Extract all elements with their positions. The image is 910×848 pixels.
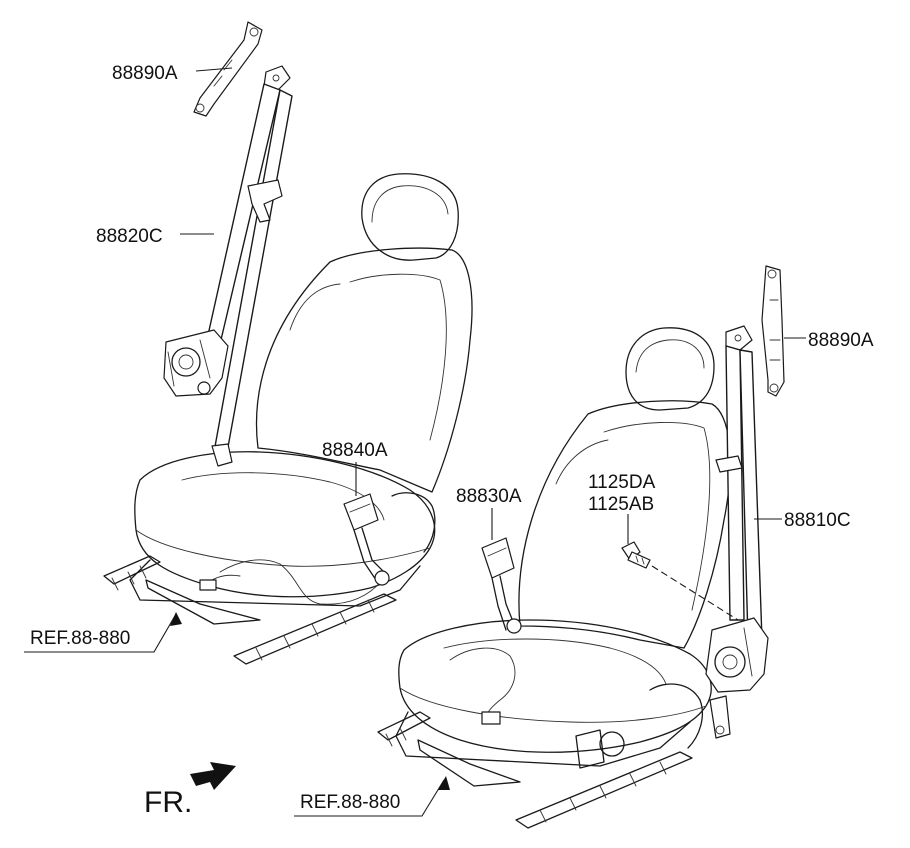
label-1125ab: 1125AB xyxy=(588,494,654,515)
left-seat xyxy=(103,173,473,665)
right-seat-base xyxy=(395,711,691,767)
front-label: FR. xyxy=(144,786,192,819)
left-upper-anchor xyxy=(193,21,263,117)
label-ref-right: REF.88-880 xyxy=(300,792,400,813)
left-retractor xyxy=(163,329,229,397)
label-88840a: 88840A xyxy=(322,440,388,461)
right-seat xyxy=(377,327,731,829)
right-webbing xyxy=(725,345,745,621)
right-retractor xyxy=(705,617,769,693)
left-seat-base xyxy=(129,559,421,607)
left-seat-rail xyxy=(103,555,161,585)
bolt xyxy=(621,541,651,569)
label-ref-left: REF.88-880 xyxy=(30,628,130,649)
left-backrest xyxy=(255,247,473,493)
ref-right-arrowhead xyxy=(438,776,450,790)
bolt-dash-line xyxy=(651,565,739,621)
right-headrest xyxy=(625,327,715,411)
right-backrest xyxy=(518,400,731,649)
label-88810c: 88810C xyxy=(784,510,851,531)
label-88830a: 88830A xyxy=(456,486,522,507)
label-1125da: 1125DA xyxy=(588,472,656,493)
right-buckle xyxy=(481,537,522,634)
right-seat-rail xyxy=(377,711,431,741)
right-belt-assembly xyxy=(705,265,785,739)
label-88820c: 88820C xyxy=(96,226,163,247)
left-buckle xyxy=(343,493,390,586)
left-belt-assembly xyxy=(163,21,293,467)
label-88890a-left: 88890A xyxy=(112,63,178,84)
front-arrow-icon xyxy=(190,762,236,790)
ref-left-arrowhead xyxy=(170,612,182,626)
left-headrest xyxy=(361,173,459,261)
right-upper-anchor xyxy=(761,265,785,397)
right-cushion xyxy=(398,619,712,753)
label-88890a-right: 88890A xyxy=(808,330,874,351)
